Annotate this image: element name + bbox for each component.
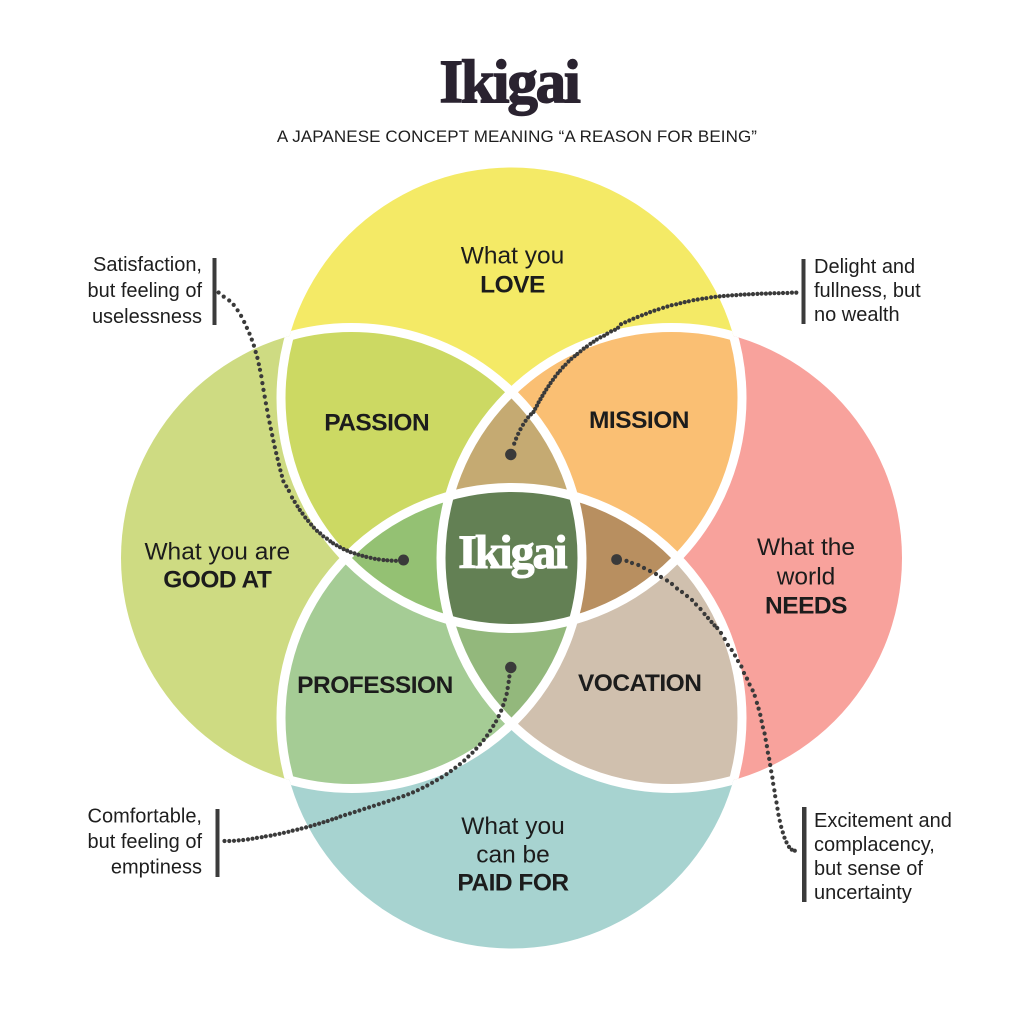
svg-text:GOOD AT: GOOD AT bbox=[163, 567, 272, 594]
svg-text:but sense of: but sense of bbox=[814, 858, 923, 880]
svg-text:no wealth: no wealth bbox=[814, 304, 900, 326]
svg-text:Delight and: Delight and bbox=[814, 256, 915, 278]
svg-text:Excitement and: Excitement and bbox=[814, 810, 952, 832]
svg-text:uncertainty: uncertainty bbox=[814, 882, 912, 904]
svg-text:complacency,: complacency, bbox=[814, 834, 935, 856]
svg-text:PASSION: PASSION bbox=[324, 410, 429, 437]
svg-text:NEEDS: NEEDS bbox=[765, 593, 847, 620]
svg-text:uselessness: uselessness bbox=[92, 306, 202, 328]
svg-text:VOCATION: VOCATION bbox=[578, 670, 702, 697]
svg-text:fullness, but: fullness, but bbox=[814, 280, 921, 302]
svg-text:PAID FOR: PAID FOR bbox=[457, 870, 569, 897]
svg-text:world: world bbox=[776, 564, 836, 591]
svg-text:MISSION: MISSION bbox=[589, 407, 689, 434]
svg-text:PROFESSION: PROFESSION bbox=[297, 672, 453, 699]
svg-text:emptiness: emptiness bbox=[111, 857, 202, 879]
svg-text:What you are: What you are bbox=[144, 539, 290, 566]
svg-text:What the: What the bbox=[757, 534, 855, 561]
svg-text:LOVE: LOVE bbox=[480, 272, 545, 299]
svg-text:Ikigai: Ikigai bbox=[439, 49, 581, 116]
svg-text:A JAPANESE CONCEPT MEANING “A: A JAPANESE CONCEPT MEANING “A REASON FOR… bbox=[277, 127, 757, 146]
svg-text:can be: can be bbox=[476, 842, 550, 869]
svg-text:Satisfaction,: Satisfaction, bbox=[93, 254, 202, 276]
svg-text:Comfortable,: Comfortable, bbox=[88, 806, 203, 828]
svg-text:but feeling of: but feeling of bbox=[87, 831, 202, 853]
svg-text:but feeling of: but feeling of bbox=[87, 280, 202, 302]
svg-text:What you: What you bbox=[461, 243, 565, 270]
svg-text:Ikigai: Ikigai bbox=[458, 527, 567, 579]
svg-text:What you: What you bbox=[461, 813, 565, 840]
